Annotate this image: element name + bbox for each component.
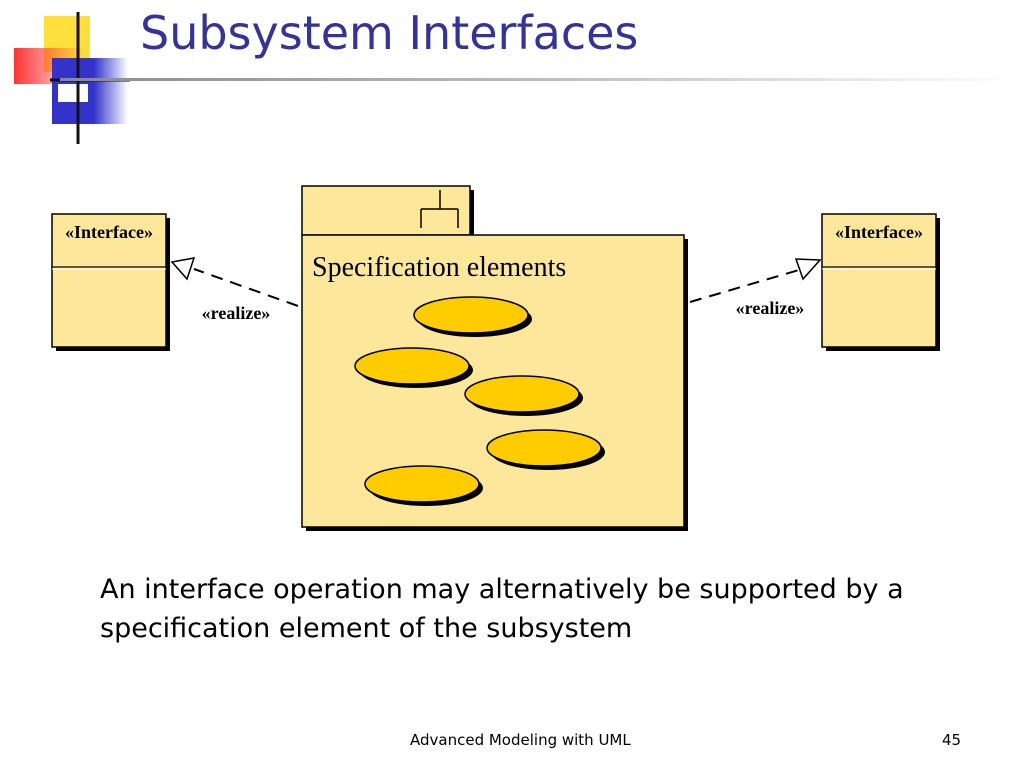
package-label: Specification elements <box>312 252 566 283</box>
left-realize-arrowhead <box>170 257 196 281</box>
left-interface-label: «Interface» <box>65 222 153 242</box>
use-case-ellipses <box>354 296 605 506</box>
right-realize-dependency: «realize» <box>689 258 822 318</box>
right-realize-label: «realize» <box>736 298 805 318</box>
left-interface-class: «Interface» <box>51 213 170 351</box>
uml-diagram: «Interface» «Interface» Specification el… <box>51 185 940 531</box>
slide-body-text: An interface operation may alternatively… <box>100 574 904 645</box>
use-case-ellipse <box>364 465 483 506</box>
left-realize-dependency: «realize» <box>170 257 299 323</box>
use-case-ellipse <box>354 347 473 388</box>
page-number: 45 <box>942 731 962 749</box>
slide-title: Subsystem Interfaces <box>140 6 639 60</box>
slide-footer: Advanced Modeling with UML 45 <box>0 731 1024 755</box>
right-realize-arrowhead <box>794 258 822 281</box>
subsystem-fork-icon <box>420 190 459 228</box>
use-case-ellipse <box>464 375 583 416</box>
right-interface-class: «Interface» <box>821 213 940 351</box>
logo-white-notch <box>58 84 88 102</box>
right-interface-label: «Interface» <box>835 222 923 242</box>
use-case-ellipse <box>486 429 605 470</box>
left-realize-label: «realize» <box>202 303 271 323</box>
use-case-ellipse <box>413 296 532 337</box>
title-underline <box>60 78 1024 81</box>
footer-course-title: Advanced Modeling with UML <box>410 731 631 749</box>
